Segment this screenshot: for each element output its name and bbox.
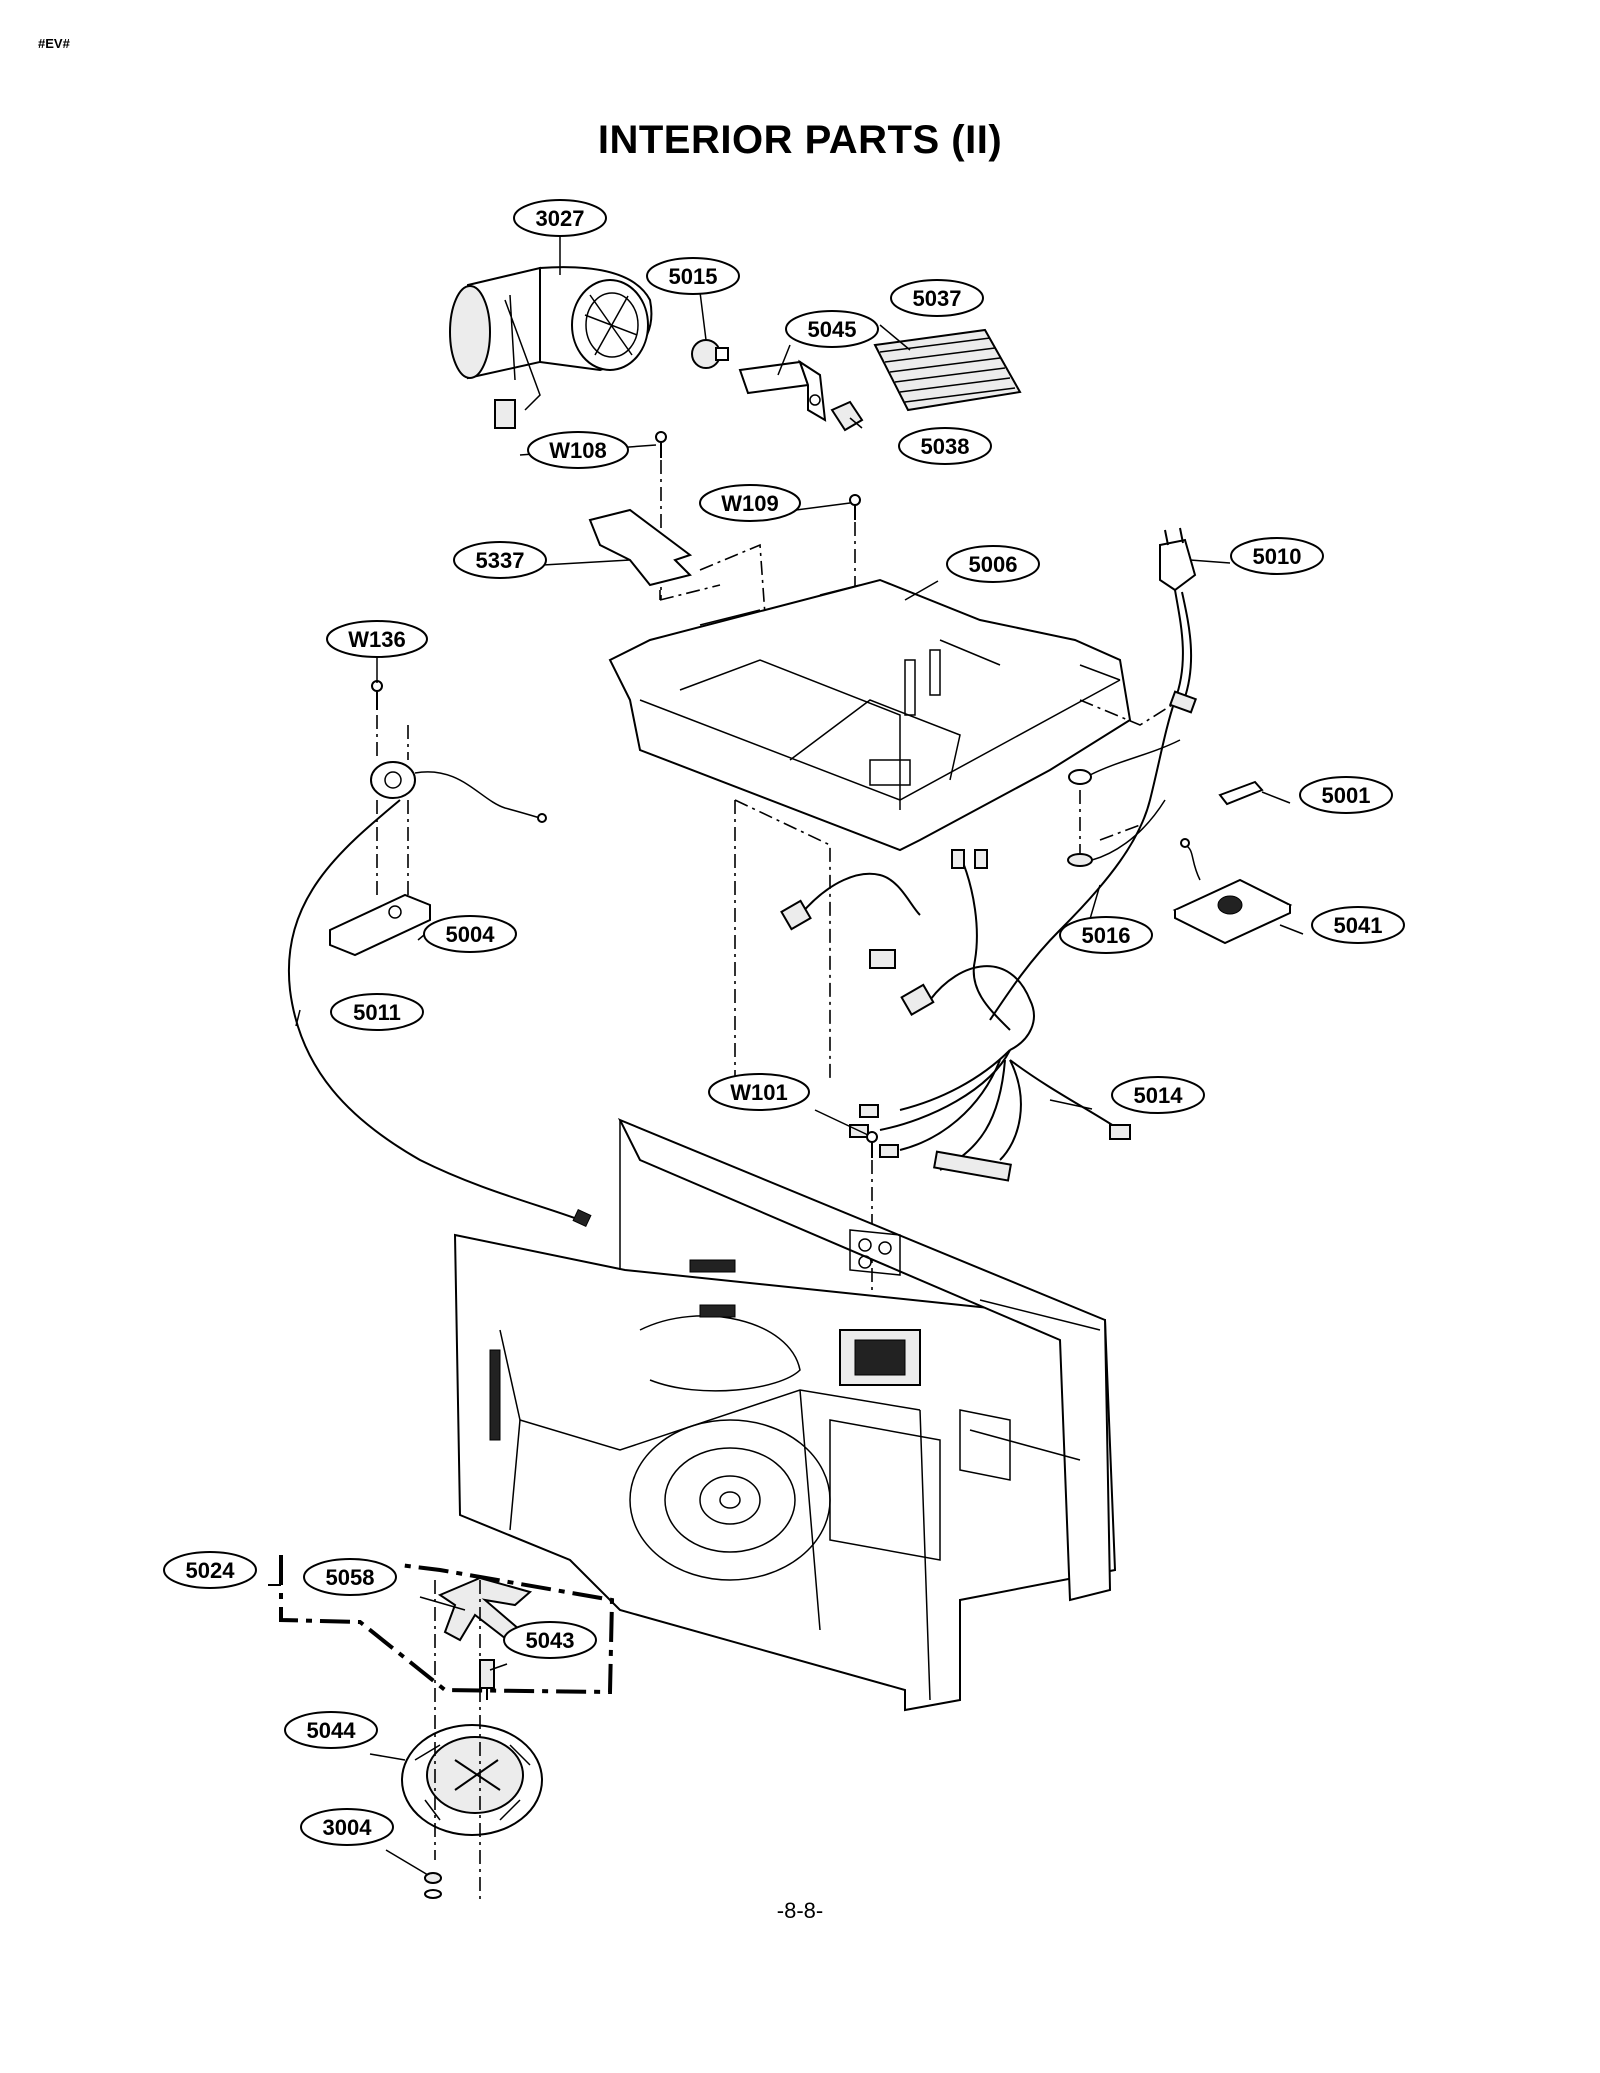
callout-5044: 5044 bbox=[284, 1711, 378, 1749]
callout-5045: 5045 bbox=[785, 310, 879, 348]
callout-label: 5043 bbox=[526, 1628, 575, 1653]
callout-5058: 5058 bbox=[303, 1558, 397, 1596]
fuse bbox=[1218, 780, 1264, 806]
charcoal-filter bbox=[873, 328, 1022, 412]
callout-5337: 5337 bbox=[453, 541, 547, 579]
wire-harness bbox=[780, 849, 1131, 1182]
blower-motor-assembly bbox=[449, 266, 653, 429]
sensor-assembly bbox=[370, 761, 547, 900]
thermal-cutout bbox=[1067, 739, 1181, 867]
turntable-roller bbox=[424, 1872, 442, 1899]
lamp-socket-bracket bbox=[738, 359, 827, 422]
screw-w136 bbox=[371, 680, 383, 710]
callout-5004: 5004 bbox=[423, 915, 517, 953]
callout-label: W108 bbox=[549, 438, 606, 463]
callout-label: 5045 bbox=[808, 317, 857, 342]
page-title: INTERIOR PARTS (II) bbox=[597, 118, 1003, 162]
power-cord bbox=[989, 527, 1198, 1021]
callout-5043: 5043 bbox=[503, 1621, 597, 1659]
callout-label: 5015 bbox=[669, 264, 718, 289]
callout-label: 5037 bbox=[913, 286, 962, 311]
callout-5006: 5006 bbox=[946, 545, 1040, 583]
noise-filter-board bbox=[1172, 838, 1293, 945]
callout-5001: 5001 bbox=[1299, 776, 1393, 814]
lamp-socket bbox=[830, 400, 864, 432]
callout-label: 5006 bbox=[969, 552, 1018, 577]
callout-label: 3004 bbox=[323, 1815, 373, 1840]
document-id-mark: #EV# bbox=[38, 36, 70, 51]
turntable-kit-group bbox=[268, 1555, 615, 1695]
callout-5038: 5038 bbox=[898, 427, 992, 465]
callout-label: 5337 bbox=[476, 548, 525, 573]
callout-5011: 5011 bbox=[330, 993, 424, 1031]
callout-5016: 5016 bbox=[1059, 916, 1153, 954]
turntable-shaft bbox=[479, 1659, 495, 1700]
sensor-bracket bbox=[329, 893, 431, 957]
callout-w136: W136 bbox=[326, 620, 428, 658]
callout-w101: W101 bbox=[708, 1073, 810, 1111]
callout-label: 5024 bbox=[186, 1558, 236, 1583]
callout-label: 5041 bbox=[1334, 913, 1383, 938]
lamp-bulb bbox=[691, 339, 729, 369]
callout-5015: 5015 bbox=[646, 257, 740, 295]
callout-3027: 3027 bbox=[513, 199, 607, 237]
callout-5010: 5010 bbox=[1230, 537, 1324, 575]
page-number: -8-8- bbox=[776, 1898, 824, 1923]
bracket-plate bbox=[588, 508, 693, 587]
callout-label: 5058 bbox=[326, 1565, 375, 1590]
turntable-motor bbox=[401, 1724, 543, 1836]
callout-5037: 5037 bbox=[890, 279, 984, 317]
callout-label: 5014 bbox=[1134, 1083, 1184, 1108]
callout-3004: 3004 bbox=[300, 1808, 394, 1846]
callout-5024: 5024 bbox=[163, 1551, 257, 1589]
callout-label: W101 bbox=[730, 1080, 787, 1105]
callout-label: 5004 bbox=[446, 922, 496, 947]
callout-label: W109 bbox=[721, 491, 778, 516]
screw-w109 bbox=[849, 494, 861, 520]
air-guide-case bbox=[608, 578, 1132, 852]
screw-w101 bbox=[866, 1131, 878, 1158]
sensor-cable bbox=[287, 799, 592, 1228]
callout-5014: 5014 bbox=[1111, 1076, 1205, 1114]
callout-label: 5038 bbox=[921, 434, 970, 459]
callout-label: 5011 bbox=[353, 1000, 401, 1025]
callout-w109: W109 bbox=[699, 484, 801, 522]
callout-label: 5010 bbox=[1253, 544, 1302, 569]
screw-w108 bbox=[655, 431, 667, 458]
callout-label: 5001 bbox=[1322, 783, 1371, 808]
callout-label: 3027 bbox=[536, 206, 585, 231]
callout-label: 5044 bbox=[307, 1718, 357, 1743]
callout-w108: W108 bbox=[527, 431, 629, 469]
callout-5041: 5041 bbox=[1311, 906, 1405, 944]
callout-label: W136 bbox=[348, 627, 405, 652]
oven-cavity bbox=[453, 1118, 1117, 1712]
callout-label: 5016 bbox=[1082, 923, 1131, 948]
